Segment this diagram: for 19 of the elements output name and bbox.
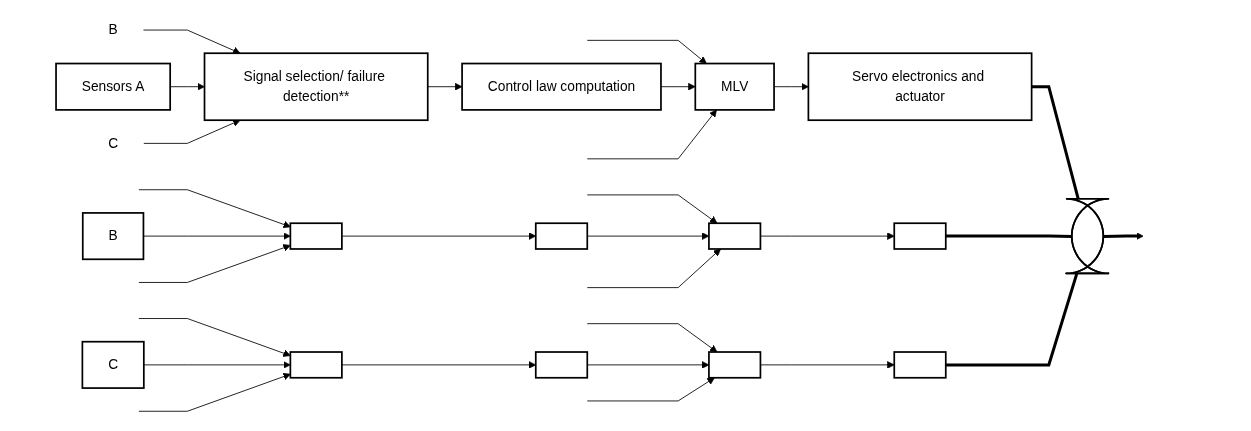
arrow [1103,232,1144,240]
node-box [289,351,343,379]
node-box [893,222,947,250]
node-box: Sensors A [55,62,172,111]
node-box: MLV [694,62,775,111]
node-text: C [108,135,119,151]
node-box: Servo electronics and actuator [807,52,1033,122]
connector [945,273,1079,367]
node-box [708,351,762,379]
node-box: C [81,340,145,389]
node-text: B [108,22,118,37]
node-box [893,351,947,379]
node-box [289,222,343,250]
node-box: Control law computation [461,62,662,111]
node-box: Signal selection/ failure detection** [203,52,429,122]
node-box [534,222,589,250]
node-box: B [81,212,145,261]
node-box [534,351,589,379]
node-box [708,222,762,250]
